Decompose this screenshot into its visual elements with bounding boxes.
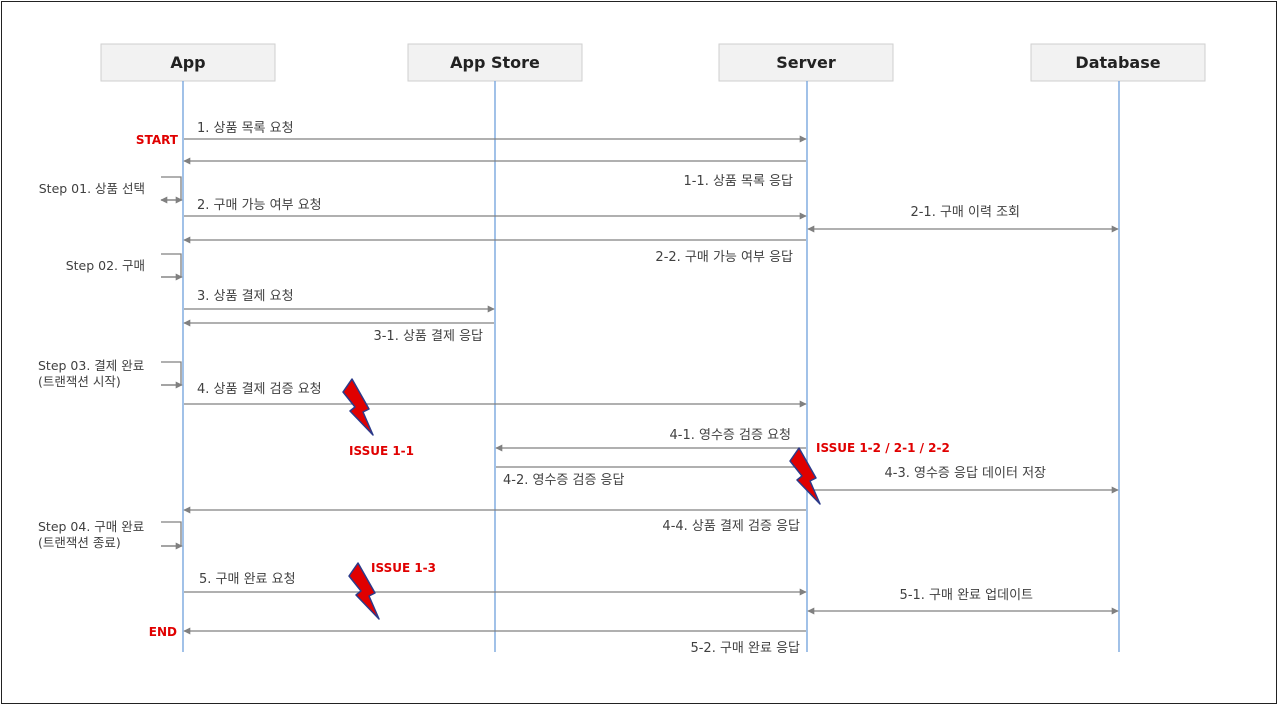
message-label: 5. 구매 완료 요청 <box>199 572 296 587</box>
start-marker: START <box>136 133 179 147</box>
message-label: 4-2. 영수증 검증 응답 <box>503 473 625 488</box>
issue-label: ISSUE 1-2 / 2-1 / 2-2 <box>816 441 950 455</box>
message-label: 4-4. 상품 결제 검증 응답 <box>662 519 800 534</box>
step-self-arrow <box>161 253 182 278</box>
message-label: 3-1. 상품 결제 응답 <box>373 329 483 344</box>
message-label: 1-1. 상품 목록 응답 <box>683 174 793 189</box>
participant-label: Database <box>1075 53 1160 72</box>
step-label: Step 03. 결제 완료 <box>38 358 144 373</box>
participant-label: App Store <box>450 53 540 72</box>
message-label: 4-3. 영수증 응답 데이터 저장 <box>885 466 1047 481</box>
message-label: 2. 구매 가능 여부 요청 <box>197 198 322 213</box>
step-label: Step 02. 구매 <box>66 258 145 273</box>
step-label: Step 01. 상품 선택 <box>39 181 145 196</box>
step-label: (트랜잭션 종료) <box>38 535 121 550</box>
message-label: 5-2. 구매 완료 응답 <box>690 641 800 656</box>
lightning-bolt-icon <box>348 562 380 620</box>
lightning-bolt-icon <box>342 378 374 436</box>
participant-app-store: App Store <box>407 43 583 82</box>
participant-server: Server <box>718 43 894 82</box>
participant-label: Server <box>776 53 836 72</box>
message-label: 4. 상품 결제 검증 요청 <box>197 382 322 397</box>
message-label: 4-1. 영수증 검증 요청 <box>670 428 791 443</box>
issue-label: ISSUE 1-3 <box>371 561 436 575</box>
step-self-arrow <box>161 361 182 386</box>
participant-label: App <box>170 53 205 72</box>
step-self-arrow <box>161 521 182 547</box>
step-label: Step 04. 구매 완료 <box>38 519 144 534</box>
issue-label: ISSUE 1-1 <box>349 444 414 458</box>
message-label: 5-1. 구매 완료 업데이트 <box>900 588 1033 603</box>
participant-database: Database <box>1030 43 1206 82</box>
participant-app: App <box>100 43 276 82</box>
message-label: 1. 상품 목록 요청 <box>197 121 294 136</box>
lightning-bolt-icon <box>789 447 821 505</box>
step-self-arrow <box>160 176 182 204</box>
message-label: 3. 상품 결제 요청 <box>197 289 294 304</box>
message-label: 2-1. 구매 이력 조회 <box>910 205 1020 220</box>
step-label: (트랜잭션 시작) <box>38 374 121 389</box>
message-label: 2-2. 구매 가능 여부 응답 <box>655 250 793 265</box>
end-marker: END <box>149 625 177 639</box>
